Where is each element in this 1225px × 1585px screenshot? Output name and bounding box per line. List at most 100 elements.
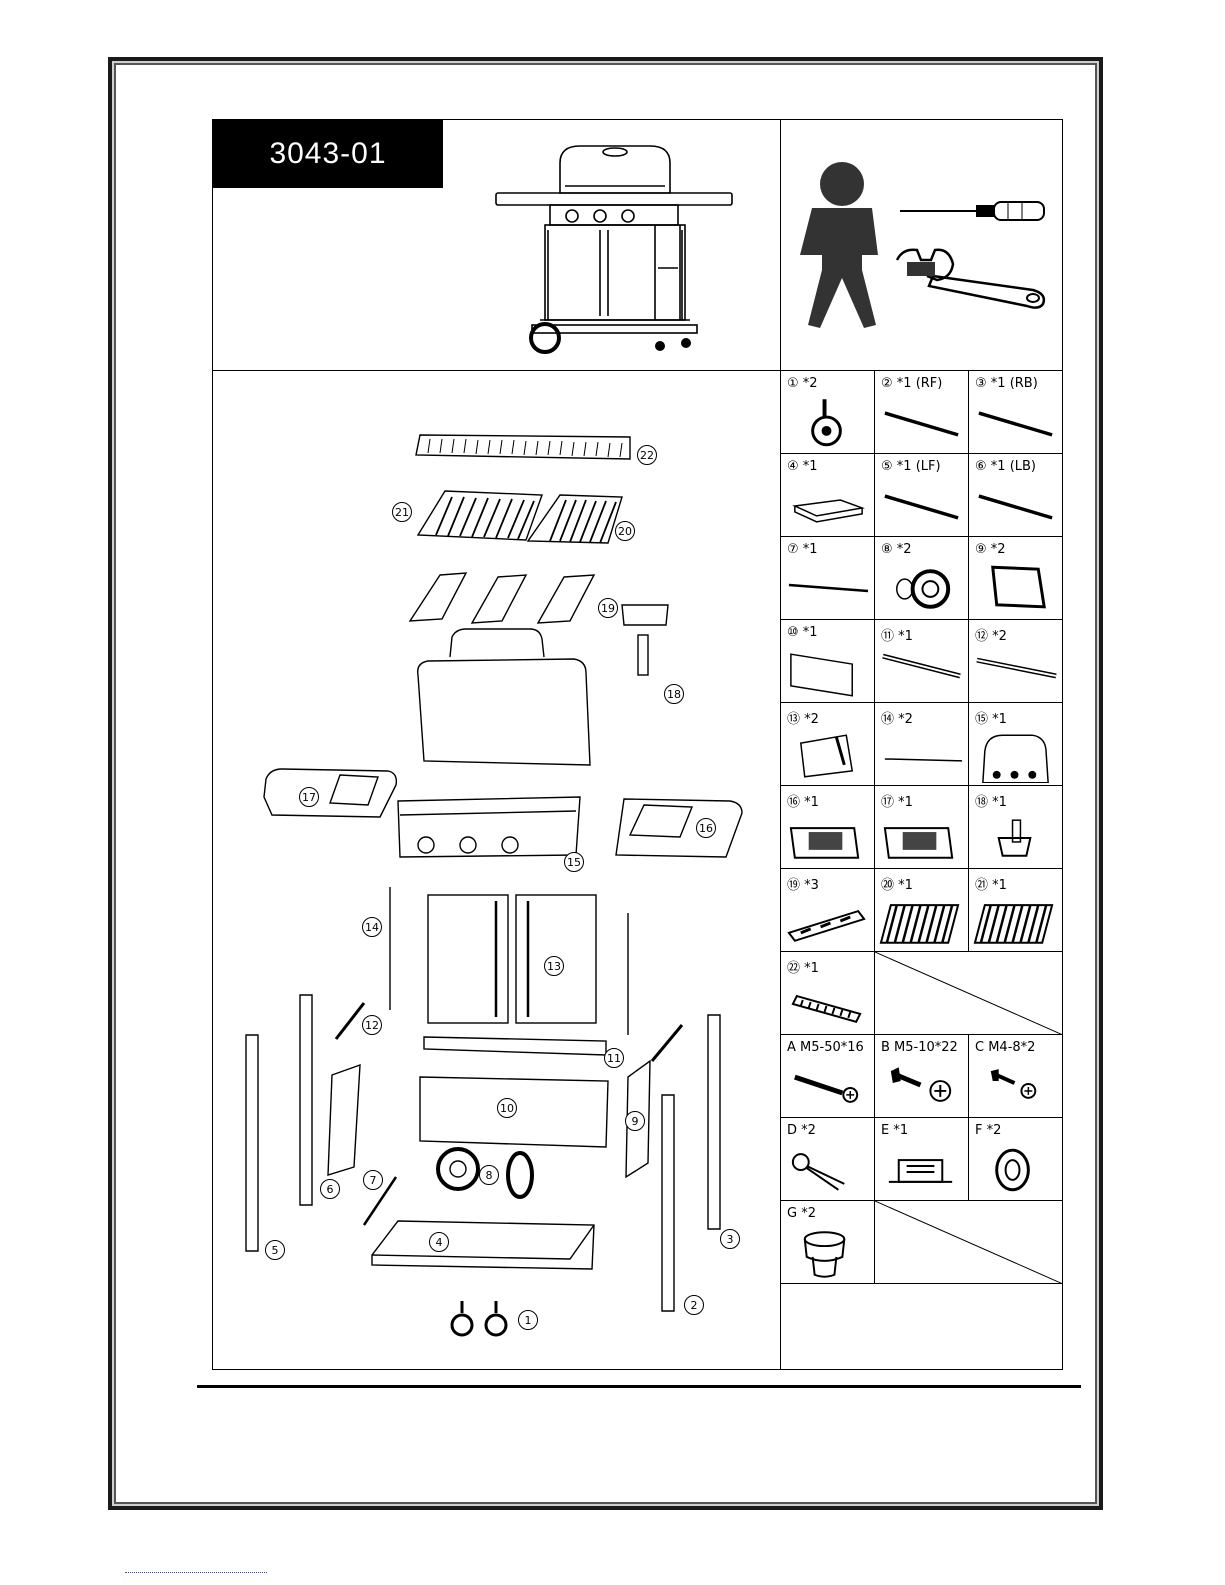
grill-head-icon (969, 725, 1062, 783)
part-cell-6: ⑥ *1 (LB) (969, 454, 1063, 537)
part-label: ⑨ *2 (975, 542, 1006, 557)
rod-icon (875, 393, 968, 451)
hardware-cell: A M5-50*16 (781, 1035, 875, 1118)
callout-20: 20 (615, 521, 635, 541)
heat-tent-2 (472, 575, 526, 623)
part-label: ② *1 (RF) (881, 376, 942, 391)
part-cell-3: ③ *1 (RB) (969, 371, 1063, 454)
part-label: ⑥ *1 (LB) (975, 459, 1036, 474)
door-pin-icon (875, 725, 968, 783)
grill-lid (418, 659, 590, 765)
callout-21: 21 (392, 502, 412, 522)
side-table-16 (616, 799, 742, 857)
small-screw-icon (969, 1057, 1062, 1115)
part-cell-2: ② *1 (RF) (875, 371, 969, 454)
callout-15: 15 (564, 852, 584, 872)
leg-5 (246, 1035, 258, 1251)
part-label: ⑩ *1 (787, 625, 818, 640)
back-panel-icon (781, 642, 874, 700)
cooking-grate-icon (875, 891, 968, 949)
side-table-icon (875, 808, 968, 866)
part-label: ① *2 (787, 376, 818, 391)
part-cell-4: ④ *1 (781, 454, 875, 537)
callout-4: 4 (429, 1232, 449, 1252)
part-label: G *2 (787, 1206, 816, 1221)
caster-wheel-icon (781, 393, 874, 451)
part-label: ③ *1 (RB) (975, 376, 1038, 391)
callout-14: 14 (362, 917, 382, 937)
part-cell-9: ⑨ *2 (969, 537, 1063, 620)
part-label: ⑦ *1 (787, 542, 818, 557)
wrench-icon (893, 246, 1049, 312)
part-label: B M5-10*22 (881, 1040, 958, 1055)
callout-13: 13 (544, 956, 564, 976)
model-tag: 3043-01 (213, 120, 443, 188)
screwdriver-icon (898, 198, 1050, 226)
part-cell-13: ⑬ *2 (781, 703, 875, 786)
part-label: ④ *1 (787, 459, 818, 474)
callout-8: 8 (479, 1165, 499, 1185)
hardware-cell: E *1 (875, 1118, 969, 1201)
part-cell-8: ⑧ *2 (875, 537, 969, 620)
side-panel-icon (969, 559, 1062, 617)
wheel (438, 1149, 478, 1189)
part-cell-5: ⑤ *1 (LF) (875, 454, 969, 537)
door-icon (781, 725, 874, 783)
assembled-grill-icon (490, 138, 740, 358)
heat-tent-icon (781, 891, 874, 949)
front-beam-icon (875, 642, 968, 700)
callout-6: 6 (320, 1179, 340, 1199)
page-link-underline (125, 1572, 267, 1574)
exploded-view (230, 425, 770, 1355)
axle-icon (781, 559, 874, 617)
callout-22: 22 (637, 445, 657, 465)
part-cell-19: ⑲ *3 (781, 869, 875, 952)
callout-18: 18 (664, 684, 684, 704)
callout-1: 1 (518, 1310, 538, 1330)
leg-6 (300, 995, 312, 1205)
bottom-shelf (372, 1221, 594, 1269)
part-cell-21: ㉑ *1 (969, 869, 1063, 952)
knob-icon (781, 1223, 874, 1281)
model-number: 3043-01 (269, 137, 386, 171)
bolt-icon (875, 1057, 968, 1115)
callout-16: 16 (696, 818, 716, 838)
hardware-cell: D *2 (781, 1118, 875, 1201)
part-label: D *2 (787, 1123, 816, 1138)
part-label: E *1 (881, 1123, 908, 1138)
callout-11: 11 (604, 1048, 624, 1068)
hardware-cell: C M4-8*2 (969, 1035, 1063, 1118)
part-cell-22: ㉒ *1 (781, 952, 875, 1035)
callout-10: 10 (497, 1098, 517, 1118)
bearing-icon (969, 1140, 1062, 1198)
lock-pin-icon (781, 1140, 874, 1198)
footer-rule (197, 1385, 1081, 1388)
callout-19: 19 (598, 598, 618, 618)
heat-tent-3 (538, 575, 594, 623)
cooking-grate-icon (969, 891, 1062, 949)
brace-icon (969, 642, 1062, 700)
grease-cup-icon (969, 808, 1062, 866)
part-cell-16: ⑯ *1 (781, 786, 875, 869)
firebox (398, 797, 580, 857)
side-table-icon (781, 808, 874, 866)
part-cell-7: ⑦ *1 (781, 537, 875, 620)
part-cell-18: ⑱ *1 (969, 786, 1063, 869)
rod-icon (969, 476, 1062, 534)
part-cell-15: ⑮ *1 (969, 703, 1063, 786)
brace-left (336, 1003, 364, 1039)
person-icon (796, 160, 888, 332)
part-label: ⑤ *1 (LF) (881, 459, 941, 474)
rod-icon (969, 393, 1062, 451)
long-bolt-icon (781, 1057, 874, 1115)
bottom-shelf-icon (781, 476, 874, 534)
magnet-icon (875, 1140, 968, 1198)
side-table-17 (264, 769, 396, 817)
callout-12: 12 (362, 1015, 382, 1035)
callout-7: 7 (363, 1170, 383, 1190)
brace-right (652, 1025, 682, 1061)
callout-5: 5 (265, 1240, 285, 1260)
callout-17: 17 (299, 787, 319, 807)
part-cell-17: ⑰ *1 (875, 786, 969, 869)
part-cell-20: ⑳ *1 (875, 869, 969, 952)
